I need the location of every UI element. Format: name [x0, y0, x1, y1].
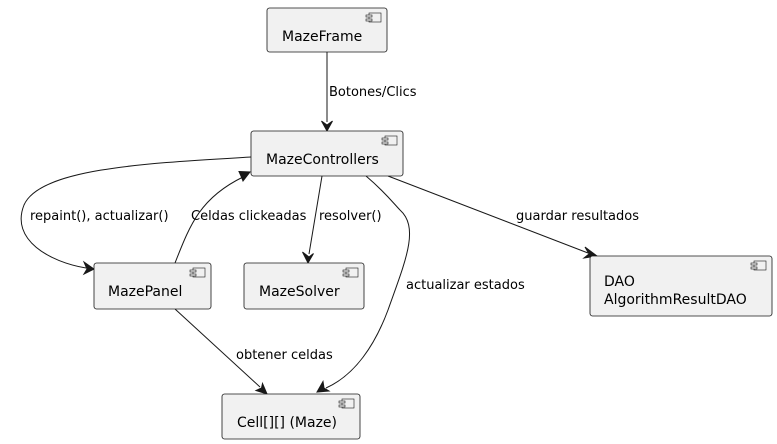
component-icon [381, 135, 398, 146]
node-label-maze-frame: MazeFrame [282, 29, 362, 45]
component-icon [342, 267, 359, 278]
edge-label-repaint: repaint(), actualizar() [30, 209, 169, 224]
node-cell-maze: Cell[][] (Maze) [221, 393, 361, 440]
edge-label-actualizar-estados: actualizar estados [406, 278, 525, 293]
component-icon [750, 260, 767, 271]
edge-label-guardar-resultados: guardar resultados [516, 209, 639, 224]
edge-label-resolver: resolver() [319, 209, 382, 224]
node-maze-panel: MazePanel [93, 262, 212, 310]
edge-label-botones-clics: Botones/Clics [329, 85, 417, 100]
edge-controllers-to-cells: actualizar estados [316, 175, 525, 393]
edge-panel-to-controllers: Celdas clickeadas [174, 170, 307, 264]
component-icon [338, 398, 355, 409]
edge-frame-to-controllers: Botones/Clics [321, 52, 417, 133]
edge-controllers-to-solver: resolver() [302, 175, 382, 265]
node-label-maze-controllers: MazeControllers [266, 152, 379, 168]
node-label-maze-panel: MazePanel [108, 284, 182, 300]
edge-label-obtener-celdas: obtener celdas [236, 348, 333, 363]
node-algorithm-result-dao: DAO AlgorithmResultDAO [589, 255, 773, 317]
edge-label-celdas-clickeadas: Celdas clickeadas [191, 209, 307, 224]
edge-panel-to-cells: obtener celdas [174, 308, 333, 395]
edge-controllers-to-panel: repaint(), actualizar() [20, 156, 252, 276]
node-maze-controllers: MazeControllers [250, 130, 404, 177]
component-icon [365, 12, 382, 23]
node-label-algorithm-result-dao: AlgorithmResultDAO [604, 292, 747, 308]
component-icon [189, 267, 206, 278]
node-maze-frame: MazeFrame [266, 7, 388, 53]
node-label-cell-maze: Cell[][] (Maze) [237, 415, 337, 431]
edge-controllers-to-dao: guardar resultados [387, 175, 639, 259]
node-label-dao: DAO [604, 274, 635, 290]
node-label-maze-solver: MazeSolver [259, 284, 340, 300]
node-maze-solver: MazeSolver [243, 262, 365, 310]
